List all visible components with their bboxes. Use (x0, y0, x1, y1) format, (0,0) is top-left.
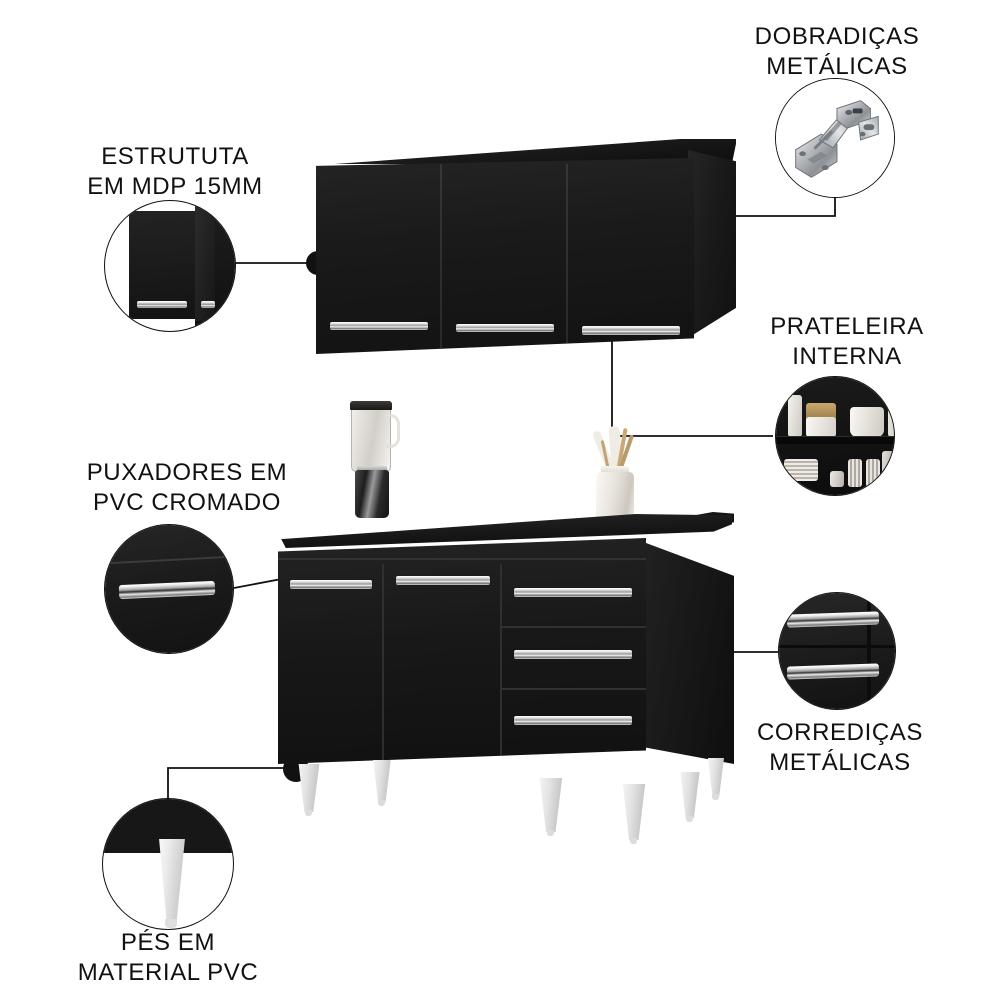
upper-door-3 (568, 158, 694, 354)
leg-tip (165, 919, 177, 928)
drawer-surface (779, 593, 895, 709)
counter-front-face (278, 538, 646, 764)
shelf-glass (830, 471, 844, 487)
callout-label-puxadores: PUXADORES EM PVC CROMADO (86, 459, 288, 516)
pvc-leg-icon (103, 799, 233, 929)
callout-label-estrututa: ESTRUTUTA EM MDP 15MM (87, 143, 263, 200)
shelf-jar (788, 395, 802, 437)
drawer-3 (502, 690, 646, 764)
pvc-leg-5 (680, 772, 700, 818)
crock-neck (601, 466, 629, 475)
cabinet-structure-icon (105, 201, 235, 331)
pvc-leg-tip (712, 794, 719, 800)
door-seam (440, 164, 442, 352)
pvc-leg-tip (305, 810, 312, 816)
pvc-leg-tip (378, 800, 385, 806)
lower-door-1 (278, 564, 384, 764)
drawer-seam (502, 626, 646, 628)
pvc-leg-6 (708, 758, 724, 796)
pvc-leg-2 (373, 760, 391, 802)
callout-circle-puxadores (104, 524, 234, 654)
lower-counter-cabinet (272, 500, 734, 800)
shelf-jar (806, 417, 836, 437)
cabinet-edge (867, 593, 871, 709)
cabinet-door-row (316, 158, 694, 354)
shelf-glass (882, 451, 894, 485)
chrome-handle-icon (201, 301, 215, 308)
chrome-handle-icon (514, 650, 632, 659)
callout-label-pes: PÉS EM MATERIAL PVC (77, 929, 259, 986)
countertop-panel (281, 514, 732, 548)
metal-hinge-icon (776, 79, 894, 197)
callout-circle-corredicas (778, 592, 896, 710)
pvc-leg-tip (630, 838, 637, 844)
callout-circle-estrututa (104, 200, 236, 332)
callout-circle-pes (102, 798, 234, 930)
chrome-handle-icon (514, 588, 632, 597)
drawer-stack (502, 564, 646, 764)
shelf-glass (866, 459, 880, 487)
chrome-handle-icon (105, 525, 233, 653)
callout-label-dobradicas: DOBRADIÇAS METÁLICAS (754, 23, 920, 80)
chrome-handle-icon (330, 322, 428, 330)
lower-door-2 (384, 564, 502, 764)
chrome-handle-icon (396, 576, 490, 585)
drawer-slide-icon (779, 593, 895, 709)
callout-circle-prateleira (775, 376, 895, 496)
shelf-lid (806, 403, 836, 419)
door-seam (500, 564, 502, 760)
chrome-handle-icon (290, 580, 372, 589)
blender-appliance (345, 392, 401, 520)
top-rail-seam (278, 558, 646, 560)
upper-door-2 (442, 158, 568, 354)
blender-lid (350, 401, 392, 410)
pvc-leg-4 (622, 784, 646, 840)
drawer-2 (502, 628, 646, 690)
pvc-leg-1 (298, 764, 320, 812)
structure-side-panel (195, 207, 215, 321)
door-seam (566, 164, 568, 352)
drawer-1 (502, 572, 646, 628)
shelf-glass (848, 459, 862, 487)
stacked-plates (784, 459, 818, 481)
drawer-seam (779, 645, 895, 648)
internal-shelf-icon (776, 377, 894, 495)
chrome-handle-icon (456, 324, 554, 332)
drawer-seam (502, 688, 646, 690)
blender-base (355, 470, 389, 518)
door-seam (382, 564, 384, 760)
chrome-handle-icon (514, 716, 632, 725)
hinge-drawing (795, 100, 879, 178)
pvc-leg-tip (547, 830, 554, 836)
counter-side-panel (638, 540, 734, 764)
callout-circle-dobradicas (775, 78, 895, 198)
cabinet-side-panel (688, 150, 736, 338)
upper-wall-cabinet (316, 138, 736, 360)
pvc-leg-tip (686, 816, 693, 822)
callout-label-corredicas: CORREDIÇAS METÁLICAS (756, 719, 924, 776)
shelf-board-upper (776, 437, 894, 444)
pvc-leg-3 (539, 778, 563, 832)
chrome-handle-icon (137, 301, 187, 308)
callout-label-prateleira: PRATELEIRA INTERNA (770, 313, 924, 370)
chrome-handle-icon (582, 326, 680, 335)
upper-door-1 (316, 158, 442, 354)
shelf-jar (888, 399, 894, 437)
blender-handle (385, 414, 400, 448)
shelf-bowl (850, 407, 884, 437)
